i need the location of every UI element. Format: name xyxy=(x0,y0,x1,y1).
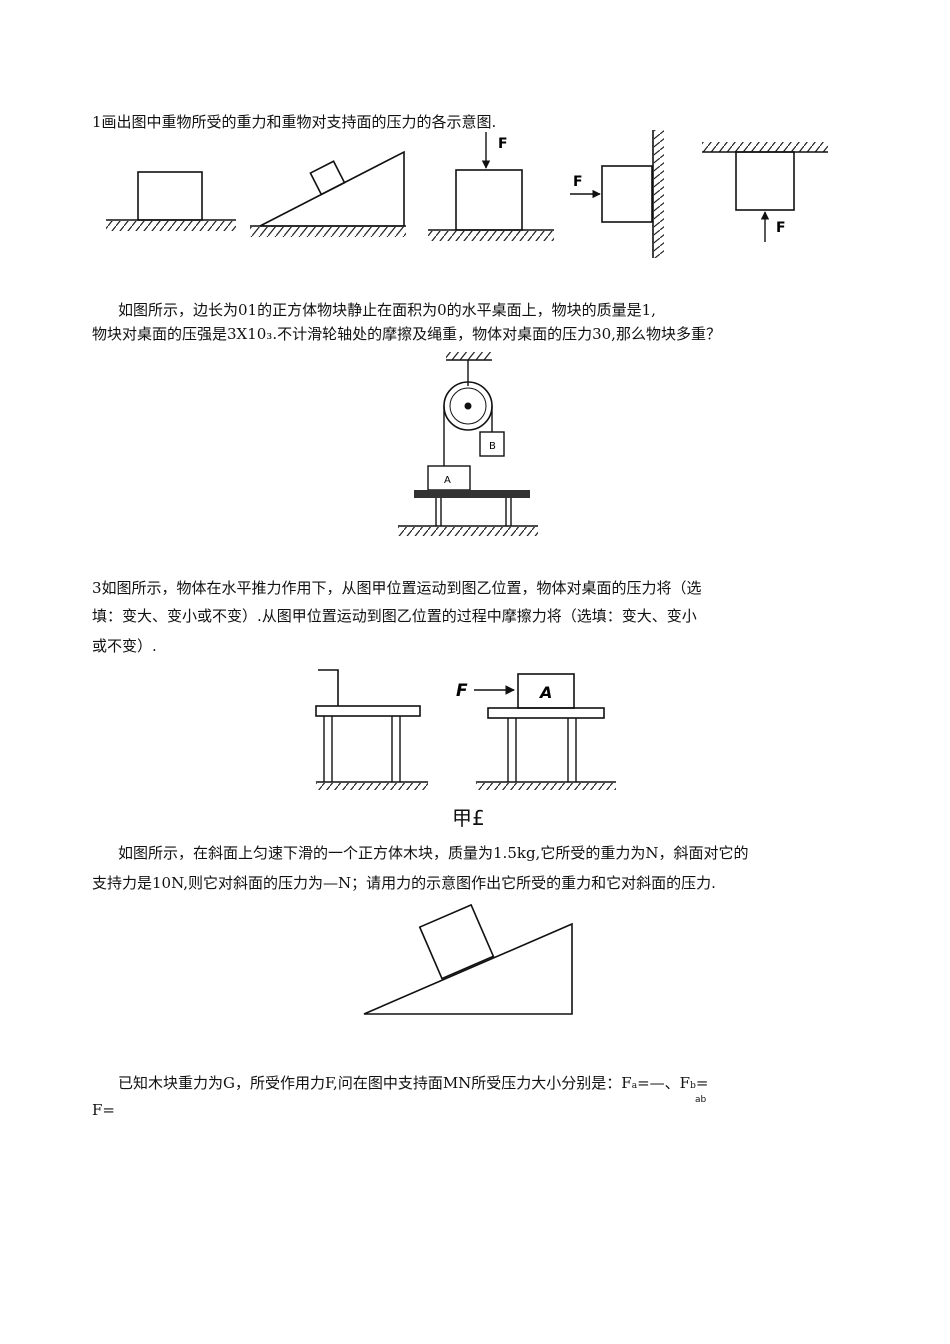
q1-fig3-force-label: F xyxy=(498,136,508,152)
q5-mid: =—、F xyxy=(637,1074,691,1092)
q5-line2: F= xyxy=(92,1101,115,1119)
q1-figures: F F F xyxy=(106,130,828,258)
q1-fig2-box-on-incline xyxy=(250,150,406,237)
q1-fig1-box-on-ground xyxy=(106,171,236,231)
q3-fig-yi xyxy=(474,673,616,790)
q4-incline-figure xyxy=(363,903,573,1015)
q3-caption: 甲£ xyxy=(452,806,485,830)
q5-end: = xyxy=(695,1074,709,1092)
q5-text: 已知木块重力为G，所受作用力F,问在图中支持面MN所受压力大小分别是：F xyxy=(118,1074,632,1092)
q2-line1: 如图所示，边长为01的正方体物块静止在面积为0的水平桌面上，物块的质量是1, xyxy=(118,301,656,319)
q3-block-a-label: A xyxy=(538,683,552,702)
q1-fig4-force-label: F xyxy=(573,174,583,190)
q5-sub-a: a xyxy=(631,1081,638,1091)
q5-sub-b: b xyxy=(690,1081,696,1091)
q4-line1: 如图所示，在斜面上匀速下滑的一个正方体木块，质量为1.5kg,它所受的重力为N，… xyxy=(118,844,749,862)
q2-block-b-label: B xyxy=(489,441,496,452)
q1-text: 1画出图中重物所受的重力和重物对支持面的压力的各示意图. xyxy=(92,113,497,131)
q3-force-label: F xyxy=(456,681,468,701)
q1-fig5-box-against-ceiling xyxy=(702,142,828,242)
q5-ab: ab xyxy=(695,1095,707,1105)
q1-fig4-box-against-wall xyxy=(570,130,664,258)
q3-line3: 或不变）. xyxy=(92,637,157,655)
q3-table-figures: F A xyxy=(315,669,616,790)
q1-fig5-force-label: F xyxy=(776,220,786,236)
q2-line2: 物块对桌面的压强是3X10₃.不计滑轮轴处的摩擦及绳重，物体对桌面的压力30,那… xyxy=(92,325,721,343)
q2-block-a-label: A xyxy=(444,475,451,486)
q3-line2: 填：变大、变小或不变）.从图甲位置运动到图乙位置的过程中摩擦力将（选填：变大、变… xyxy=(92,607,697,625)
q3-line1: 3如图所示，物体在水平推力作用下，从图甲位置运动到图乙位置，物体对桌面的压力将（… xyxy=(92,579,702,597)
q1-fig3-box-downward-force xyxy=(428,132,554,241)
q4-line2: 支持力是10N,则它对斜面的压力为—N；请用力的示意图作出它所受的重力和它对斜面… xyxy=(92,874,716,892)
q3-fig-jia xyxy=(315,669,428,790)
q2-pulley-figure: B A xyxy=(398,352,538,536)
q5-line1: 已知木块重力为G，所受作用力F,问在图中支持面MN所受压力大小分别是：Fa=—、… xyxy=(118,1073,708,1096)
